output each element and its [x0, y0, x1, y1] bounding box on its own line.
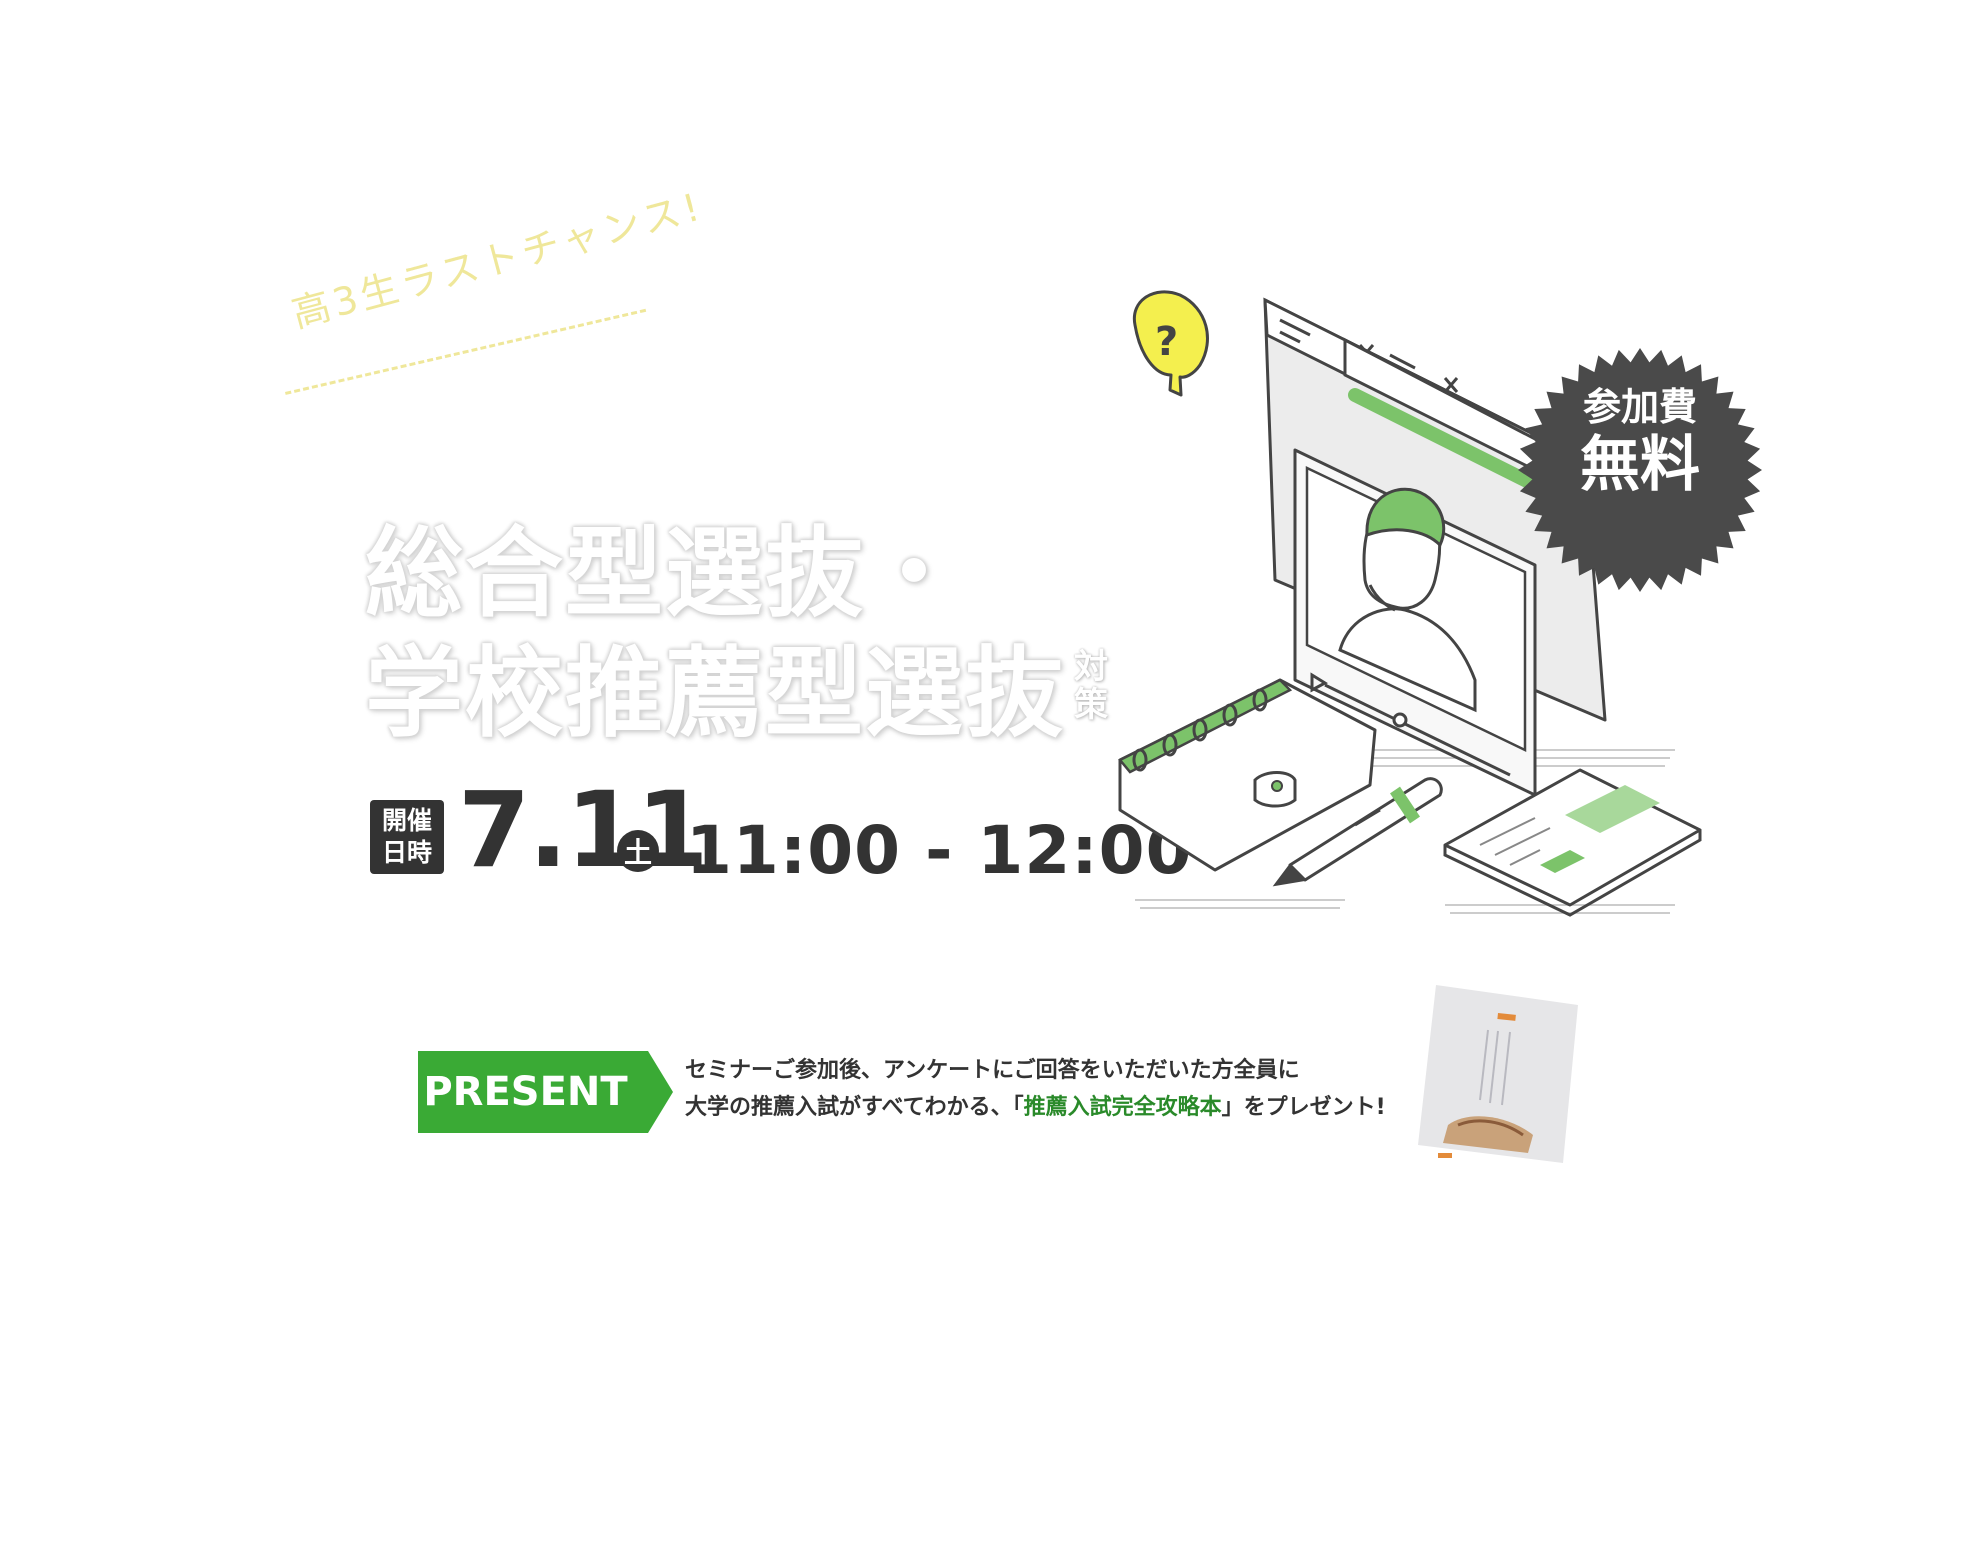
- tagline: 高3生ラストチャンス!: [287, 184, 708, 337]
- present-line-1: セミナーご参加後、アンケートにご回答をいただいた方全員に: [685, 1058, 1300, 1083]
- title-line-1: 総合型選抜・: [365, 517, 966, 631]
- document-icon: [1443, 768, 1702, 917]
- badge-fee-label: 参加費: [1582, 385, 1697, 429]
- presenter-icon: [1338, 487, 1477, 713]
- badge-free-label: 無料: [1580, 430, 1700, 500]
- event-date: 7.11: [458, 769, 709, 891]
- free-badge-burst: [1518, 348, 1762, 592]
- date-label: 開催 日時: [370, 800, 444, 874]
- present-label: PRESENT: [423, 1069, 628, 1115]
- pen-icon: [1272, 777, 1443, 887]
- online-seminar-illustration: ?: [1118, 290, 1702, 917]
- present-book-title: 推薦入試完全攻略本: [1023, 1095, 1222, 1120]
- present-line-2-prefix: 大学の推薦入試がすべてわかる、「: [685, 1095, 1024, 1120]
- guidebook-cover-image: [1418, 985, 1578, 1163]
- svg-text:?: ?: [1155, 319, 1178, 365]
- free-badge-text: 参加費 無料: [1540, 385, 1740, 501]
- question-bubble-icon: ?: [1132, 290, 1209, 397]
- present-line-2: 大学の推薦入試がすべてわかる、「推薦入試完全攻略本」をプレゼント!: [685, 1089, 1425, 1126]
- planner-notebook-icon: [1118, 678, 1377, 872]
- present-line-2-suffix: 」をプレゼント!: [1221, 1095, 1386, 1120]
- date-label-line2: 日時: [381, 838, 432, 867]
- title-line-2: 学校推薦型選抜: [365, 637, 1066, 751]
- title-suffix: 対策: [1074, 647, 1108, 725]
- present-tag: PRESENT: [418, 1051, 673, 1133]
- present-tag-arrow: [418, 1051, 673, 1133]
- present-description: セミナーご参加後、アンケートにご回答をいただいた方全員に 大学の推薦入試がすべて…: [685, 1052, 1425, 1126]
- event-weekday-badge: 土: [617, 830, 659, 872]
- date-label-line1: 開催: [381, 806, 432, 835]
- event-time-range: 11:00 - 12:00: [686, 812, 1193, 889]
